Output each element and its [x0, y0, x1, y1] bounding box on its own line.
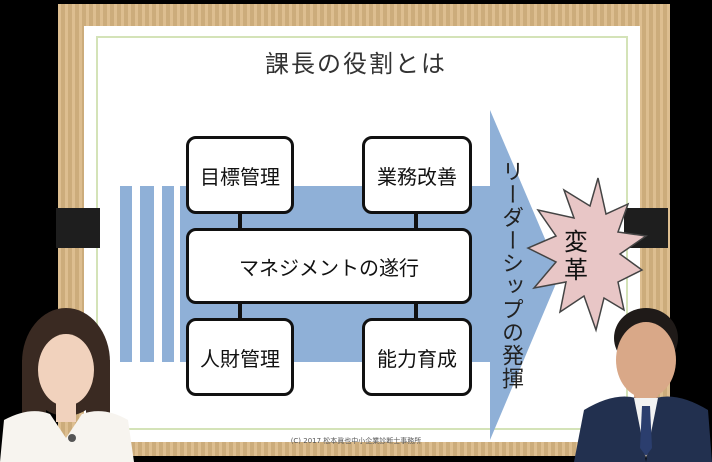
connector-top-left	[238, 210, 242, 230]
copyright-text: (C) 2017 松本眞也中小企業診断士事務所	[290, 437, 422, 445]
management-execution-label: マネジメントの遂行	[239, 255, 419, 280]
arrow-stripe-2	[140, 186, 154, 362]
goal-management-box: 目標管理	[186, 136, 294, 214]
goal-management-label: 目標管理	[200, 164, 280, 189]
slide-title: 課長の役割とは	[265, 50, 447, 78]
skill-development-box: 能力育成	[362, 318, 472, 396]
arrow-stripe-3	[162, 186, 174, 362]
business-improvement-box: 業務改善	[362, 136, 472, 214]
female-presenter	[0, 308, 134, 462]
connector-bottom-right	[414, 302, 418, 322]
talent-management-label: 人財管理	[200, 346, 280, 371]
left-clamp	[56, 208, 100, 248]
connector-bottom-left	[238, 302, 242, 322]
business-improvement-label: 業務改善	[377, 164, 457, 189]
leadership-text: リーダーシップの発揮	[498, 160, 523, 390]
management-execution-box: マネジメントの遂行	[186, 228, 472, 304]
connector-top-right	[414, 210, 418, 230]
change-label: 変革	[564, 228, 588, 284]
skill-development-label: 能力育成	[377, 346, 457, 371]
male-presenter	[574, 308, 712, 462]
arrow-stripe-1	[120, 186, 132, 362]
talent-management-box: 人財管理	[186, 318, 294, 396]
